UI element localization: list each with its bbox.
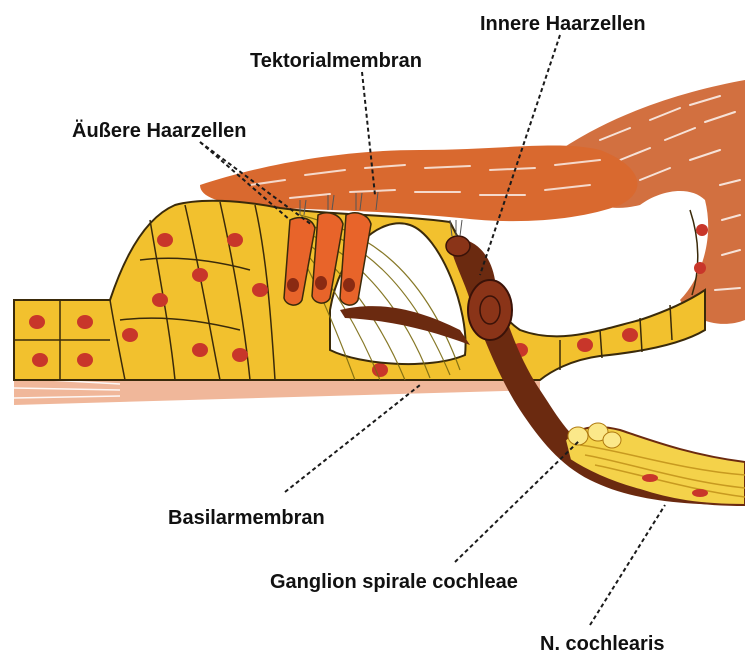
label-innere-haarzellen: Innere Haarzellen — [480, 13, 646, 35]
label-ganglion: Ganglion spirale cochleae — [270, 571, 518, 593]
leader-n-cochlearis — [590, 505, 665, 625]
label-basilarmembran: Basilarmembran — [168, 507, 325, 529]
spiral-ganglion — [565, 423, 745, 505]
leader-basilarmembran — [285, 385, 420, 492]
label-aeussere-haarzellen: Äußere Haarzellen — [72, 119, 247, 142]
leader-ganglion — [455, 440, 580, 562]
label-n-cochlearis: N. cochlearis — [540, 633, 665, 655]
label-tektorialmembran: Tektorialmembran — [250, 50, 422, 72]
